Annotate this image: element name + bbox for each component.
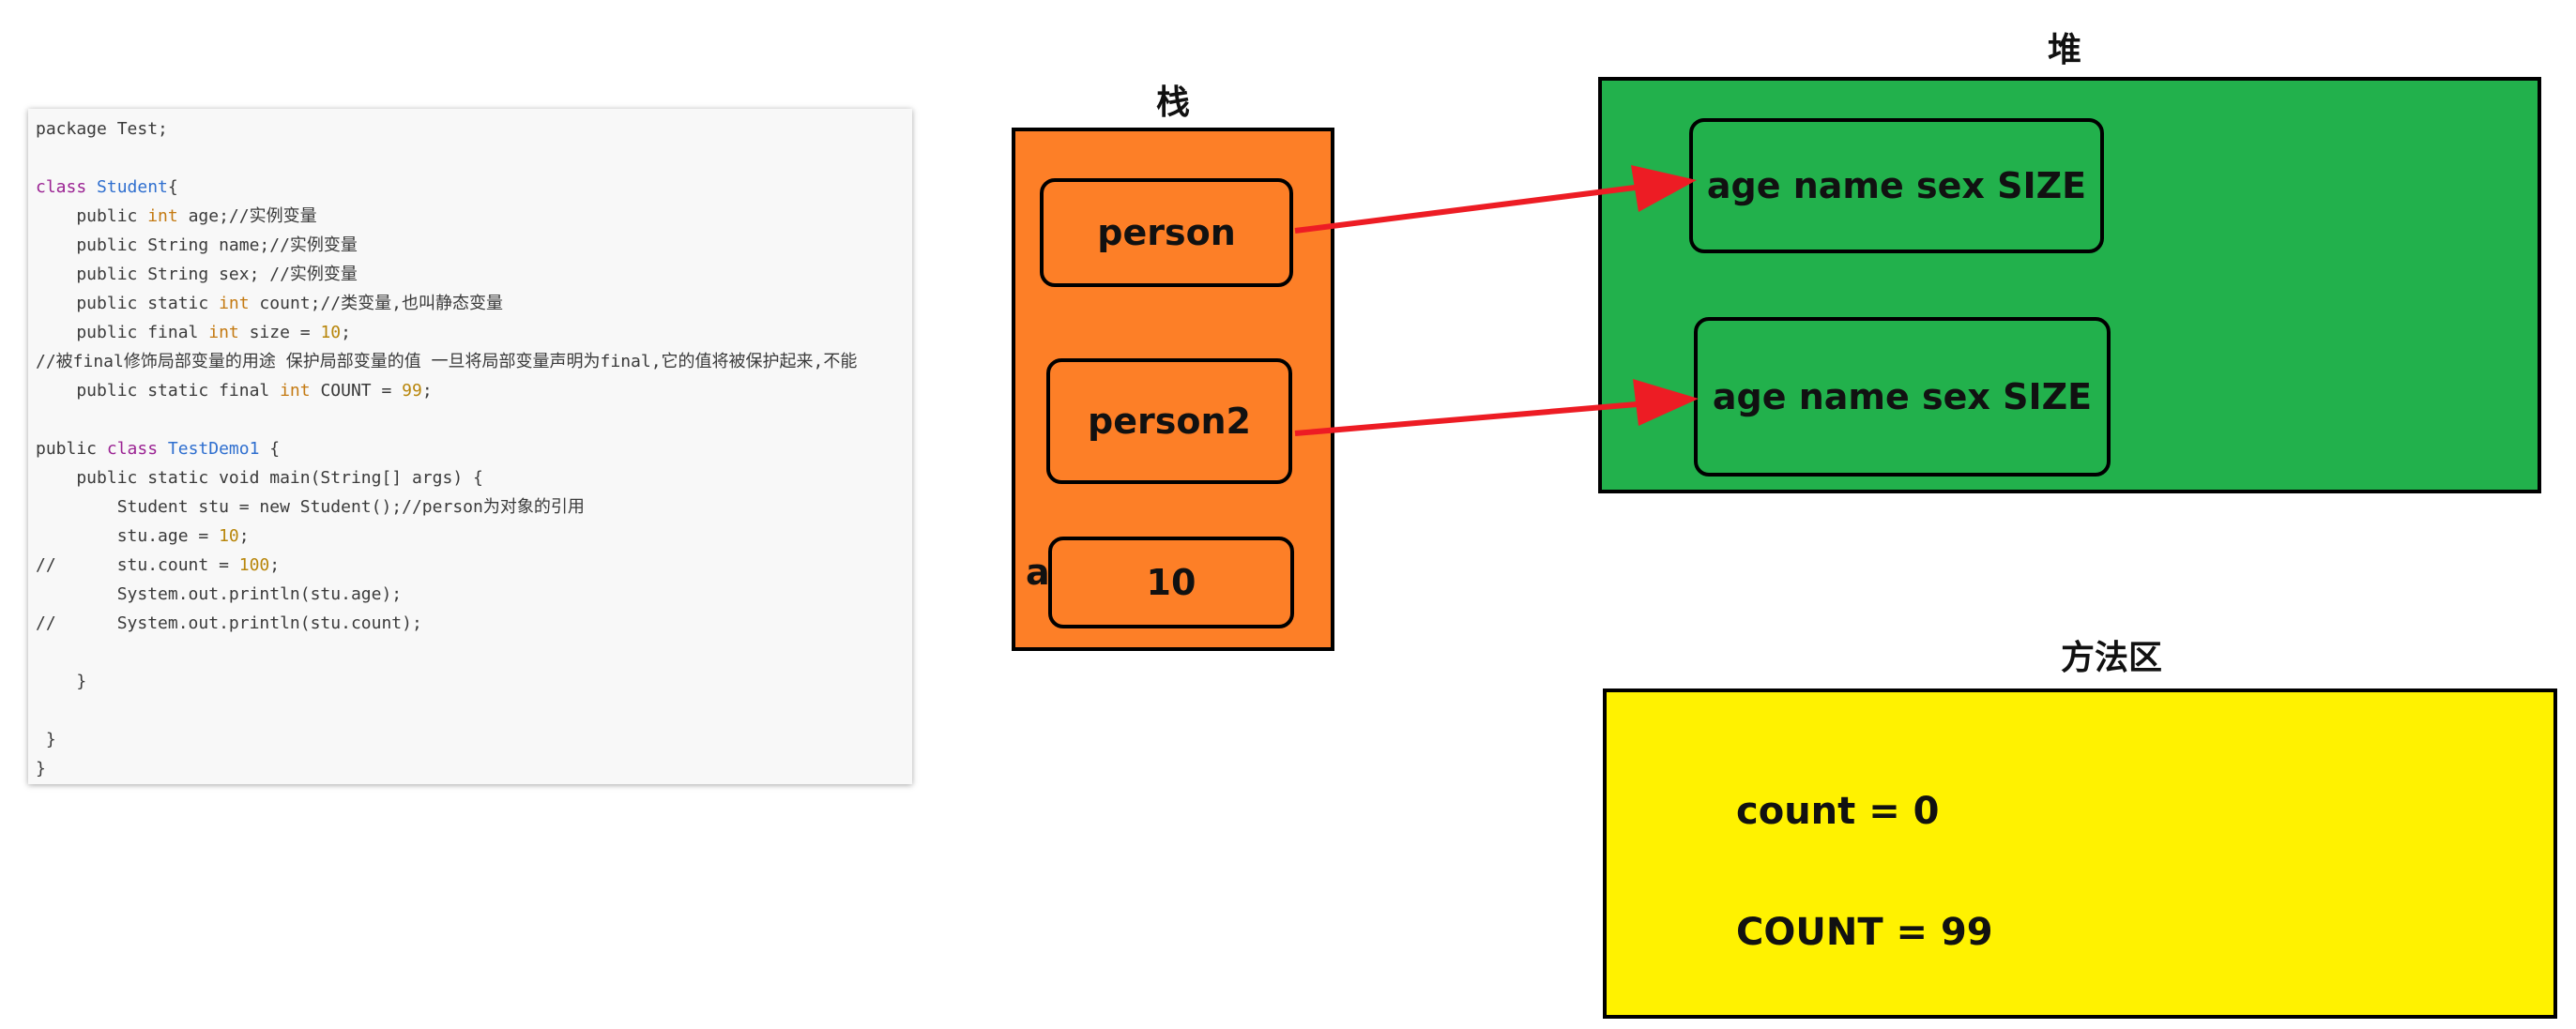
code-token: ; [341, 323, 351, 342]
code-line: } [36, 754, 912, 783]
heap-object-1-fields: age name sex SIZE [1706, 165, 2087, 206]
code-line: } [36, 725, 912, 754]
code-token: } [36, 730, 56, 749]
stack-cell-person2-label: person2 [1088, 401, 1251, 442]
code-line: // System.out.println(stu.count); [36, 609, 912, 638]
code-line [36, 638, 912, 667]
code-token: Student stu = new Student();//person为对象的… [36, 497, 585, 517]
code-line: stu.age = 10; [36, 522, 912, 551]
code-token: System.out.println(stu.age); [36, 584, 403, 604]
heap-object-2-fields: age name sex SIZE [1712, 376, 2093, 417]
code-line [36, 696, 912, 725]
code-token: class [36, 177, 87, 197]
code-token: } [36, 759, 46, 779]
code-token: public static void main(String[] args) { [36, 468, 483, 488]
stack-cell-person2: person2 [1046, 358, 1292, 484]
code-token: ; [269, 555, 281, 575]
code-line: Student stu = new Student();//person为对象的… [36, 492, 912, 522]
code-token: // System.out.println(stu.count); [36, 613, 422, 633]
method-area-region [1603, 689, 2557, 1019]
code-token: public String sex; //实例变量 [36, 265, 358, 284]
code-line: // stu.count = 100; [36, 551, 912, 580]
code-token: 10 [219, 526, 239, 546]
heap-object-1: age name sex SIZE [1689, 118, 2104, 253]
code-token: { [167, 177, 178, 197]
code-token: int [208, 323, 239, 342]
code-token: stu.age = [36, 526, 220, 546]
stack-cell-person-label: person [1097, 212, 1236, 253]
code-token: 99 [402, 381, 422, 401]
code-token: 100 [238, 555, 270, 575]
code-token: public final [36, 323, 209, 342]
code-line: public class TestDemo1 { [36, 434, 912, 463]
code-token: size = [238, 323, 321, 342]
code-token: int [219, 294, 250, 313]
code-token: { [259, 439, 281, 459]
code-line: public static final int COUNT = 99; [36, 376, 912, 405]
code-token: class [106, 439, 159, 459]
code-line: public String sex; //实例变量 [36, 260, 912, 289]
code-token: TestDemo1 [167, 439, 260, 459]
stack-cell-a: 10 [1048, 537, 1294, 628]
code-token: public String name;//实例变量 [36, 235, 358, 255]
heap-object-2: age name sex SIZE [1694, 317, 2111, 477]
code-token: } [36, 672, 87, 691]
code-line: //被final修饰局部变量的用途 保护局部变量的值 一旦将局部变量声明为fin… [36, 347, 912, 376]
code-line: public String name;//实例变量 [36, 231, 912, 260]
code-line: public static int count;//类变量,也叫静态变量 [36, 289, 912, 318]
code-line: System.out.println(stu.age); [36, 580, 912, 609]
code-line [36, 405, 912, 434]
code-token: int [147, 206, 178, 226]
method-area-constant: COUNT = 99 [1736, 911, 1993, 954]
method-area-title: 方法区 [2060, 639, 2162, 677]
code-token: int [280, 381, 311, 401]
code-token: public [36, 439, 107, 459]
code-line: } [36, 667, 912, 696]
code-token: count;//类变量,也叫静态变量 [249, 294, 503, 313]
code-token: COUNT = [310, 381, 403, 401]
stack-cell-a-value: 10 [1146, 562, 1197, 603]
code-token: public [36, 206, 148, 226]
code-line: public final int size = 10; [36, 318, 912, 347]
code-line: class Student{ [36, 173, 912, 202]
code-line: public int age;//实例变量 [36, 202, 912, 231]
code-lines: package Test;class Student{ public int a… [36, 114, 912, 783]
code-panel: package Test;class Student{ public int a… [28, 109, 912, 784]
stack-cell-person: person [1040, 178, 1293, 287]
stack-var-label: a [1026, 552, 1050, 593]
code-token [86, 177, 97, 197]
code-line [36, 144, 912, 173]
method-area-count: count = 0 [1736, 790, 1940, 833]
code-token: ; [421, 381, 433, 401]
code-token [158, 439, 168, 459]
stack-title: 栈 [1155, 83, 1190, 122]
code-token: ; [238, 526, 250, 546]
code-token: Student [97, 177, 168, 197]
code-token: public static [36, 294, 220, 313]
code-line: package Test; [36, 114, 912, 144]
code-token: 10 [320, 323, 342, 342]
code-token: public static final [36, 381, 281, 401]
code-token: package Test; [36, 119, 168, 139]
code-token: //被final修饰局部变量的用途 保护局部变量的值 一旦将局部变量声明为fin… [36, 352, 858, 371]
code-token: age;//实例变量 [177, 206, 317, 226]
code-token: // stu.count = [36, 555, 239, 575]
heap-title: 堆 [2047, 31, 2081, 69]
code-line: public static void main(String[] args) { [36, 463, 912, 492]
